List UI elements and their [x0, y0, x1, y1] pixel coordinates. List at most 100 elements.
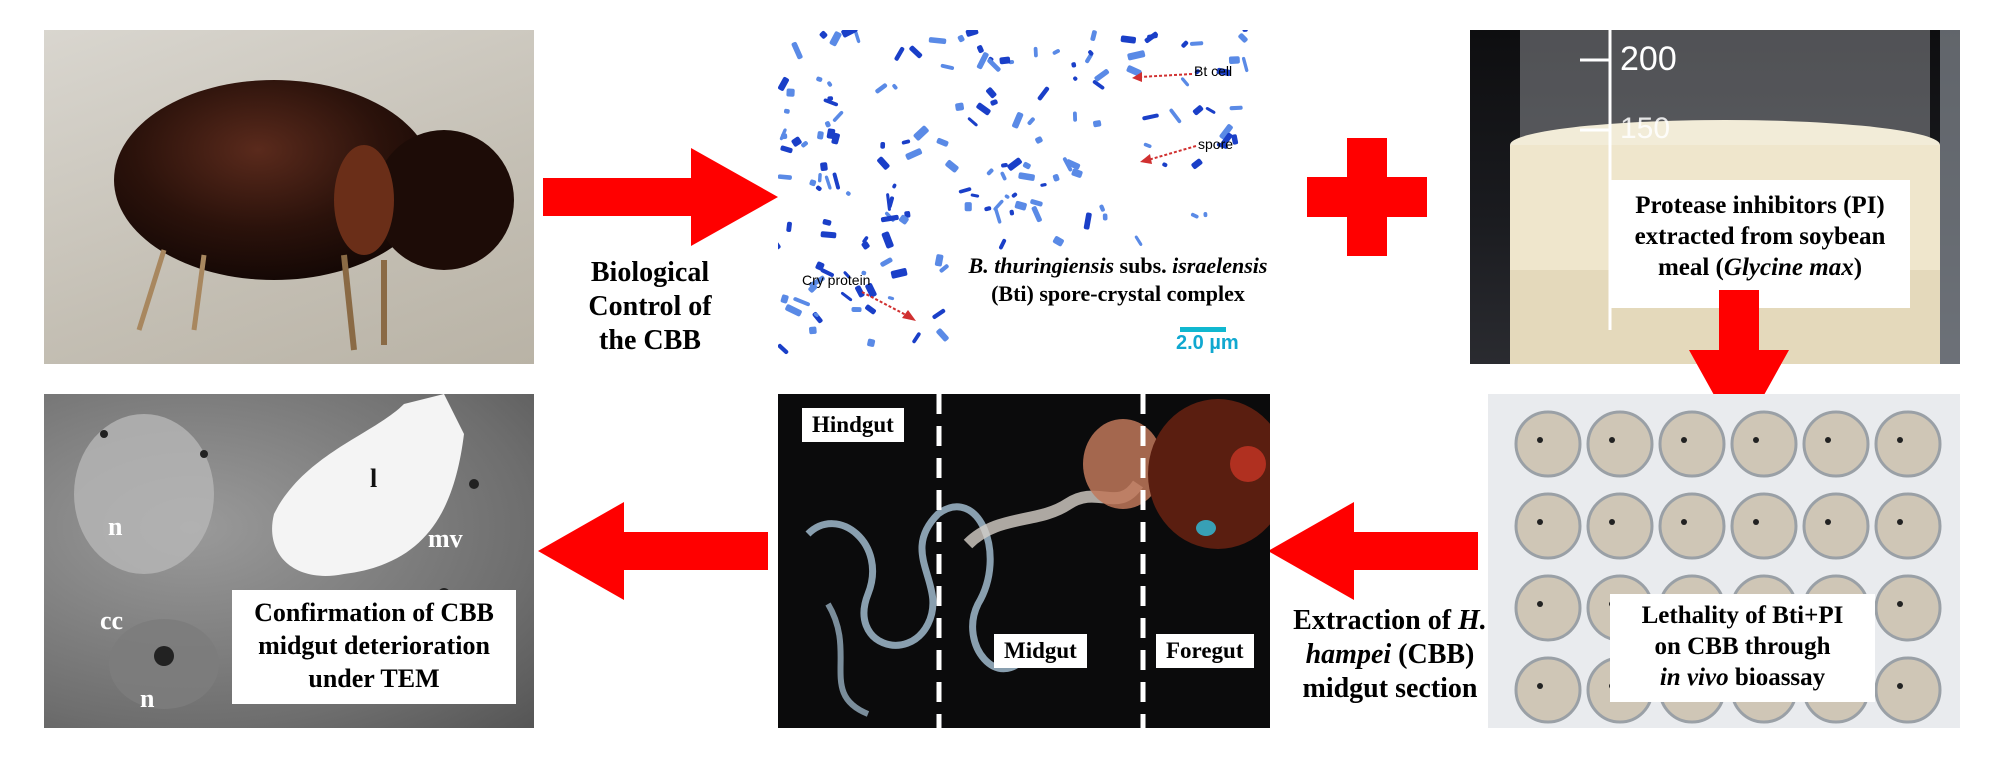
plate-well: [1802, 492, 1870, 560]
beetle-dot: [1537, 519, 1543, 525]
spore-mark: [824, 175, 832, 190]
spore-mark: [1221, 132, 1233, 146]
spore-mark: [894, 47, 905, 61]
plate-well: [1874, 574, 1942, 642]
arrow-left-icon-2: [538, 502, 768, 600]
spore-mark: [1180, 77, 1190, 87]
spore-mark: [820, 231, 837, 239]
spore-mark: [1143, 142, 1152, 149]
spore-mark: [1231, 134, 1239, 145]
spore-mark: [945, 160, 959, 173]
spore-mark: [824, 121, 831, 128]
spore-mark: [1219, 124, 1233, 140]
plate-well: [1658, 410, 1726, 478]
tem-illustration: [74, 394, 479, 709]
spore-mark: [1241, 56, 1249, 73]
spore-mark: [1238, 33, 1248, 43]
bti-micrograph-panel: Bt cell spore Cry protein 2.0 µm B. thur…: [778, 30, 1270, 364]
spore-mark: [1181, 40, 1189, 48]
spore-mark: [820, 268, 834, 277]
spore-mark: [1191, 158, 1203, 169]
spore-mark: [1037, 86, 1050, 101]
spore-mark: [1031, 206, 1042, 223]
spore-mark: [827, 96, 834, 101]
beetle-dot: [1897, 683, 1903, 689]
spore-mark: [851, 307, 862, 313]
spore-mark: [875, 83, 888, 94]
spore-mark: [832, 110, 844, 122]
spore-mark: [843, 271, 851, 279]
spore-mark: [1169, 108, 1182, 124]
spore-mark: [1120, 35, 1137, 44]
spore-mark: [1012, 112, 1024, 129]
spore-mark: [793, 297, 810, 307]
spore-mark: [1011, 192, 1018, 198]
spore-mark: [829, 31, 842, 47]
plate-well: [1658, 492, 1726, 560]
spore-mark: [808, 283, 818, 293]
spore-mark: [913, 125, 929, 141]
spore-mark: [1102, 213, 1108, 221]
divider-hindgut-midgut: [936, 394, 942, 728]
plate-well: [1874, 410, 1942, 478]
spore-mark: [936, 137, 949, 147]
spore-mark: [809, 179, 817, 187]
spore-mark: [1144, 31, 1158, 43]
spore-mark: [934, 254, 944, 267]
spore-mark: [986, 87, 997, 99]
spore-mark: [854, 30, 861, 44]
spore-mark: [815, 261, 825, 271]
arrow-left-icon: [1268, 502, 1478, 600]
spore-mark: [1033, 46, 1038, 58]
spore-mark: [1052, 236, 1064, 247]
divider-midgut-foregut: [1140, 394, 1146, 728]
beetle-dot: [1897, 519, 1903, 525]
spore-mark: [1014, 200, 1027, 211]
spore-mark: [877, 156, 890, 170]
spore-mark: [1072, 111, 1078, 122]
spore-mark: [1194, 69, 1200, 75]
spore-mark: [778, 242, 781, 251]
label-cry-protein: Cry protein: [802, 272, 871, 288]
beetle-dot: [1753, 437, 1759, 443]
foregut-label: Foregut: [1156, 634, 1254, 668]
beetle-dot: [1609, 437, 1615, 443]
spore-mark: [1027, 117, 1035, 126]
spore-mark: [815, 185, 822, 192]
spore-mark: [987, 58, 1001, 72]
beetle-dot: [1825, 437, 1831, 443]
spore-mark: [778, 76, 789, 91]
spore-mark: [781, 133, 788, 140]
spore-mark: [932, 308, 946, 319]
spore-mark: [964, 202, 972, 212]
spore-mark: [861, 270, 867, 276]
soybean-extract-panel: 200 150 Protease inhibitors (PI) extract…: [1470, 30, 1960, 364]
spore-mark: [1162, 162, 1168, 168]
spore-mark: [1242, 30, 1248, 32]
tem-n-label-2: n: [140, 684, 155, 713]
spore-mark: [1229, 105, 1243, 111]
beetle-dot: [1897, 601, 1903, 607]
spore-mark: [990, 99, 998, 106]
spore-mark: [1092, 80, 1105, 90]
label-spore: spore: [1198, 136, 1234, 152]
spore-mark: [1009, 209, 1015, 216]
spore-mark: [780, 145, 793, 154]
tem-n-label-1: n: [108, 512, 123, 541]
spore-mark: [976, 102, 991, 116]
spore-mark: [813, 312, 819, 317]
spore-mark: [865, 283, 877, 298]
spore-mark: [1035, 136, 1043, 144]
spore-mark: [976, 52, 989, 70]
tem-cc-label: cc: [100, 606, 124, 635]
spore-mark: [791, 136, 802, 147]
protease-inhibitor-box: Protease inhibitors (PI) extracted from …: [1610, 180, 1910, 308]
plate-well: [1730, 410, 1798, 478]
spore-mark: [1216, 142, 1228, 149]
spore-mark: [1062, 157, 1073, 172]
spore-mark: [1094, 69, 1110, 82]
spore-mark: [816, 76, 823, 82]
spore-mark: [1203, 211, 1208, 218]
spore-mark: [898, 214, 909, 225]
spore-mark: [1052, 174, 1060, 182]
